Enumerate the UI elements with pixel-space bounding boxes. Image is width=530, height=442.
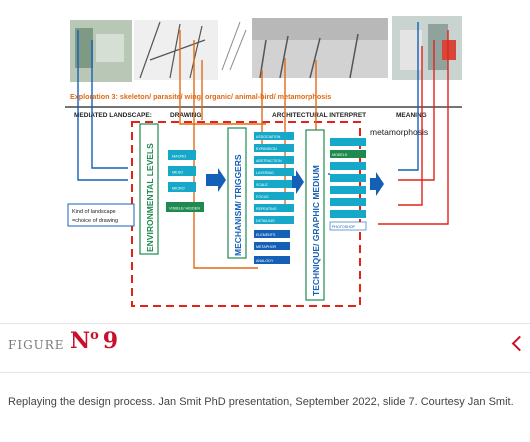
- header-mediated: MEDIATED LANDSCAPE:: [74, 112, 152, 119]
- divider-bottom: [0, 372, 530, 373]
- arrow-tech-to-meaning: [370, 172, 384, 196]
- header-drawing: DRAWING: [170, 112, 201, 119]
- figure-label: FIGURE: [8, 338, 65, 352]
- arrow-env-to-mech: [206, 168, 226, 192]
- mechanism-items: ASSOCIATION EXPANSION ABSTRACTION LAYERI…: [254, 132, 294, 264]
- kind-note-line1: Kind of landscape: [72, 209, 116, 215]
- env-levels-column: [139, 123, 159, 255]
- svg-text:EXPANSION: EXPANSION: [256, 147, 277, 151]
- svg-text:FOCUS: FOCUS: [256, 195, 269, 199]
- mechanism-label: MECHANISM/ TRIGGERS: [233, 154, 243, 256]
- divider-top: [0, 323, 530, 324]
- svg-text:MESO: MESO: [172, 171, 183, 175]
- header-architectural: ARCHITECTURAL INTERPRET: [272, 112, 366, 119]
- figure-num: 9: [102, 328, 119, 354]
- header-meaning: MEANING: [396, 112, 427, 119]
- figure-no-o: o: [90, 328, 99, 343]
- svg-text:PHOTOSHOP: PHOTOSHOP: [332, 225, 356, 229]
- env-levels-label: ENVIRONMENTAL LEVELS: [145, 143, 155, 252]
- svg-text:METAPHOR: METAPHOR: [256, 245, 277, 249]
- figure-no-n: N: [70, 328, 91, 354]
- figure-caption: Replaying the design process. Jan Smit P…: [8, 396, 514, 408]
- svg-text:SCALE: SCALE: [256, 183, 268, 187]
- svg-text:VISIBLE/ HIDDEN: VISIBLE/ HIDDEN: [169, 207, 200, 211]
- svg-text:REPEATING: REPEATING: [256, 207, 277, 211]
- svg-text:ANALOGY: ANALOGY: [256, 259, 274, 263]
- design-process-slide: Exploration 3: skeleton/ parasite/ wing/…: [65, 16, 462, 307]
- left-boxes: MACRO MESO MICRO VISIBLE/ HIDDEN: [166, 150, 204, 212]
- technique-column: [305, 129, 325, 301]
- kind-of-landscape-note: [67, 203, 135, 227]
- metamorphosis-label: metamorphosis: [370, 127, 428, 137]
- kind-note-line2: =choice of drawing: [72, 218, 118, 224]
- mechanism-column: [227, 127, 247, 259]
- svg-text:DETAILING: DETAILING: [256, 219, 275, 223]
- sketch-thumbnails: [70, 16, 462, 82]
- svg-text:MICRO: MICRO: [172, 187, 185, 191]
- svg-text:LAYERING: LAYERING: [256, 171, 274, 175]
- svg-text:MODELS: MODELS: [332, 153, 348, 157]
- arrow-mech-to-tech: [292, 170, 304, 194]
- chevron-left-icon[interactable]: [511, 335, 528, 352]
- svg-text:ABSTRACTION: ABSTRACTION: [256, 159, 282, 163]
- svg-text:ELEMENTS: ELEMENTS: [256, 233, 276, 237]
- technique-label: TECHNIQUE/ GRAPHIC MEDIUM: [311, 165, 321, 296]
- svg-text:ASSOCIATION: ASSOCIATION: [256, 135, 281, 139]
- technique-items: MODELS PHOTOSHOP: [329, 138, 367, 231]
- exploration-title: Exploration 3: skeleton/ parasite/ wing/…: [70, 92, 331, 101]
- svg-text:MACRO: MACRO: [172, 155, 186, 159]
